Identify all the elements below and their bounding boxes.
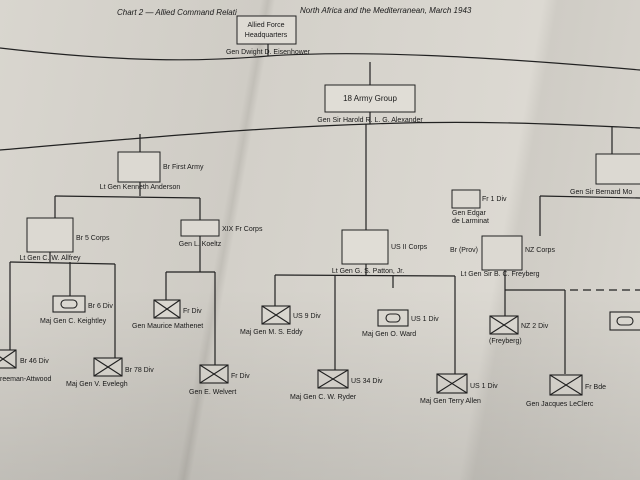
us1div-label: US 1 Div [470, 383, 498, 390]
hq-box-line1: Allied Force [248, 22, 285, 29]
eighth-army-box [595, 153, 640, 185]
us9div-label: US 9 Div [293, 313, 321, 320]
br78div-commander: Maj Gen V. Evelegh [66, 381, 128, 388]
first-army-commander: Lt Gen Kenneth Anderson [100, 184, 181, 191]
fifth-corps-commander: Lt Gen C. W. Allfrey [19, 255, 81, 262]
fr1div-commander-line2: de Larminat [452, 218, 489, 225]
br6div-armored-box [52, 295, 86, 313]
br46div-box [0, 349, 17, 369]
chart-title: Chart 2 — Allied Command Relati [117, 8, 237, 17]
fr1div-box [451, 189, 481, 209]
us1armd-box [377, 309, 409, 327]
nz2div-commander: (Freyberg) [489, 338, 522, 345]
us-ii-corps-commander: Lt Gen G. S. Patton, Jr. [332, 268, 404, 275]
fr1div-commander-line1: Gen Edgar [452, 210, 487, 217]
us34div-label: US 34 Div [351, 378, 383, 385]
army-group-box [324, 84, 416, 113]
us1armd-label: US 1 Div [411, 316, 439, 323]
br46div-label: Br 46 Div [20, 358, 49, 365]
first-army-box [117, 151, 161, 183]
fr1div-label: Fr 1 Div [482, 196, 507, 203]
eighth-army-commander: Gen Sir Bernard Mo [570, 189, 632, 196]
nz-corps-commander: Lt Gen Sir B. C. Freyberg [461, 271, 540, 278]
br78div-label: Br 78 Div [125, 367, 154, 374]
frbde-commander: Gen Jacques LeClerc [526, 401, 594, 408]
xix-corps-box [180, 219, 220, 237]
us9div-commander: Maj Gen M. S. Eddy [240, 329, 303, 336]
br6div-armored-symbol [60, 299, 78, 309]
army-group-label: 18 Army Group [343, 94, 397, 103]
fifth-corps-label: Br 5 Corps [76, 235, 110, 242]
br6div-commander: Maj Gen C. Keightley [40, 318, 107, 325]
us1div-commander: Maj Gen Terry Allen [420, 398, 481, 405]
hq-box [236, 15, 297, 45]
frbde-label: Fr Bde [585, 384, 606, 391]
hq-commander: Gen Dwight D. Eisenhower [226, 49, 311, 56]
xix-corps-label: XIX Fr Corps [222, 226, 263, 233]
frdiv-b-commander: Gen E. Welvert [189, 389, 236, 396]
us1armd-commander: Maj Gen O. Ward [362, 331, 416, 338]
chart-title-right: North Africa and the Mediterranean, Marc… [300, 6, 472, 15]
us1armd-symbol [385, 313, 401, 323]
brprov-label: Br (Prov) [450, 247, 478, 254]
br6div-label: Br 6 Div [88, 303, 113, 310]
nz-corps-label: NZ Corps [525, 247, 555, 254]
us34div-commander: Maj Gen C. W. Ryder [290, 394, 357, 401]
frdiv-b-label: Fr Div [231, 373, 250, 380]
frdiv-a-commander: Gen Maurice Mathenet [132, 323, 203, 330]
army-group-commander: Gen Sir Harold R. L. G. Alexander [317, 117, 423, 124]
us-ii-corps-box [341, 229, 389, 265]
nz-corps-box [481, 235, 523, 271]
fifth-corps-box [26, 217, 74, 253]
br46div-commander: reeman-Attwood [0, 376, 51, 383]
connector-lines [0, 44, 640, 374]
frdiv-a-label: Fr Div [183, 308, 202, 315]
right-armored-symbol [616, 316, 634, 326]
us-ii-corps-label: US II Corps [391, 244, 428, 251]
xix-corps-commander: Gen L. Koeltz [179, 241, 222, 248]
hq-box-line2: Headquarters [245, 32, 288, 39]
nz2div-label: NZ 2 Div [521, 323, 549, 330]
first-army-label: Br First Army [163, 164, 204, 171]
right-armored-box [609, 311, 640, 331]
